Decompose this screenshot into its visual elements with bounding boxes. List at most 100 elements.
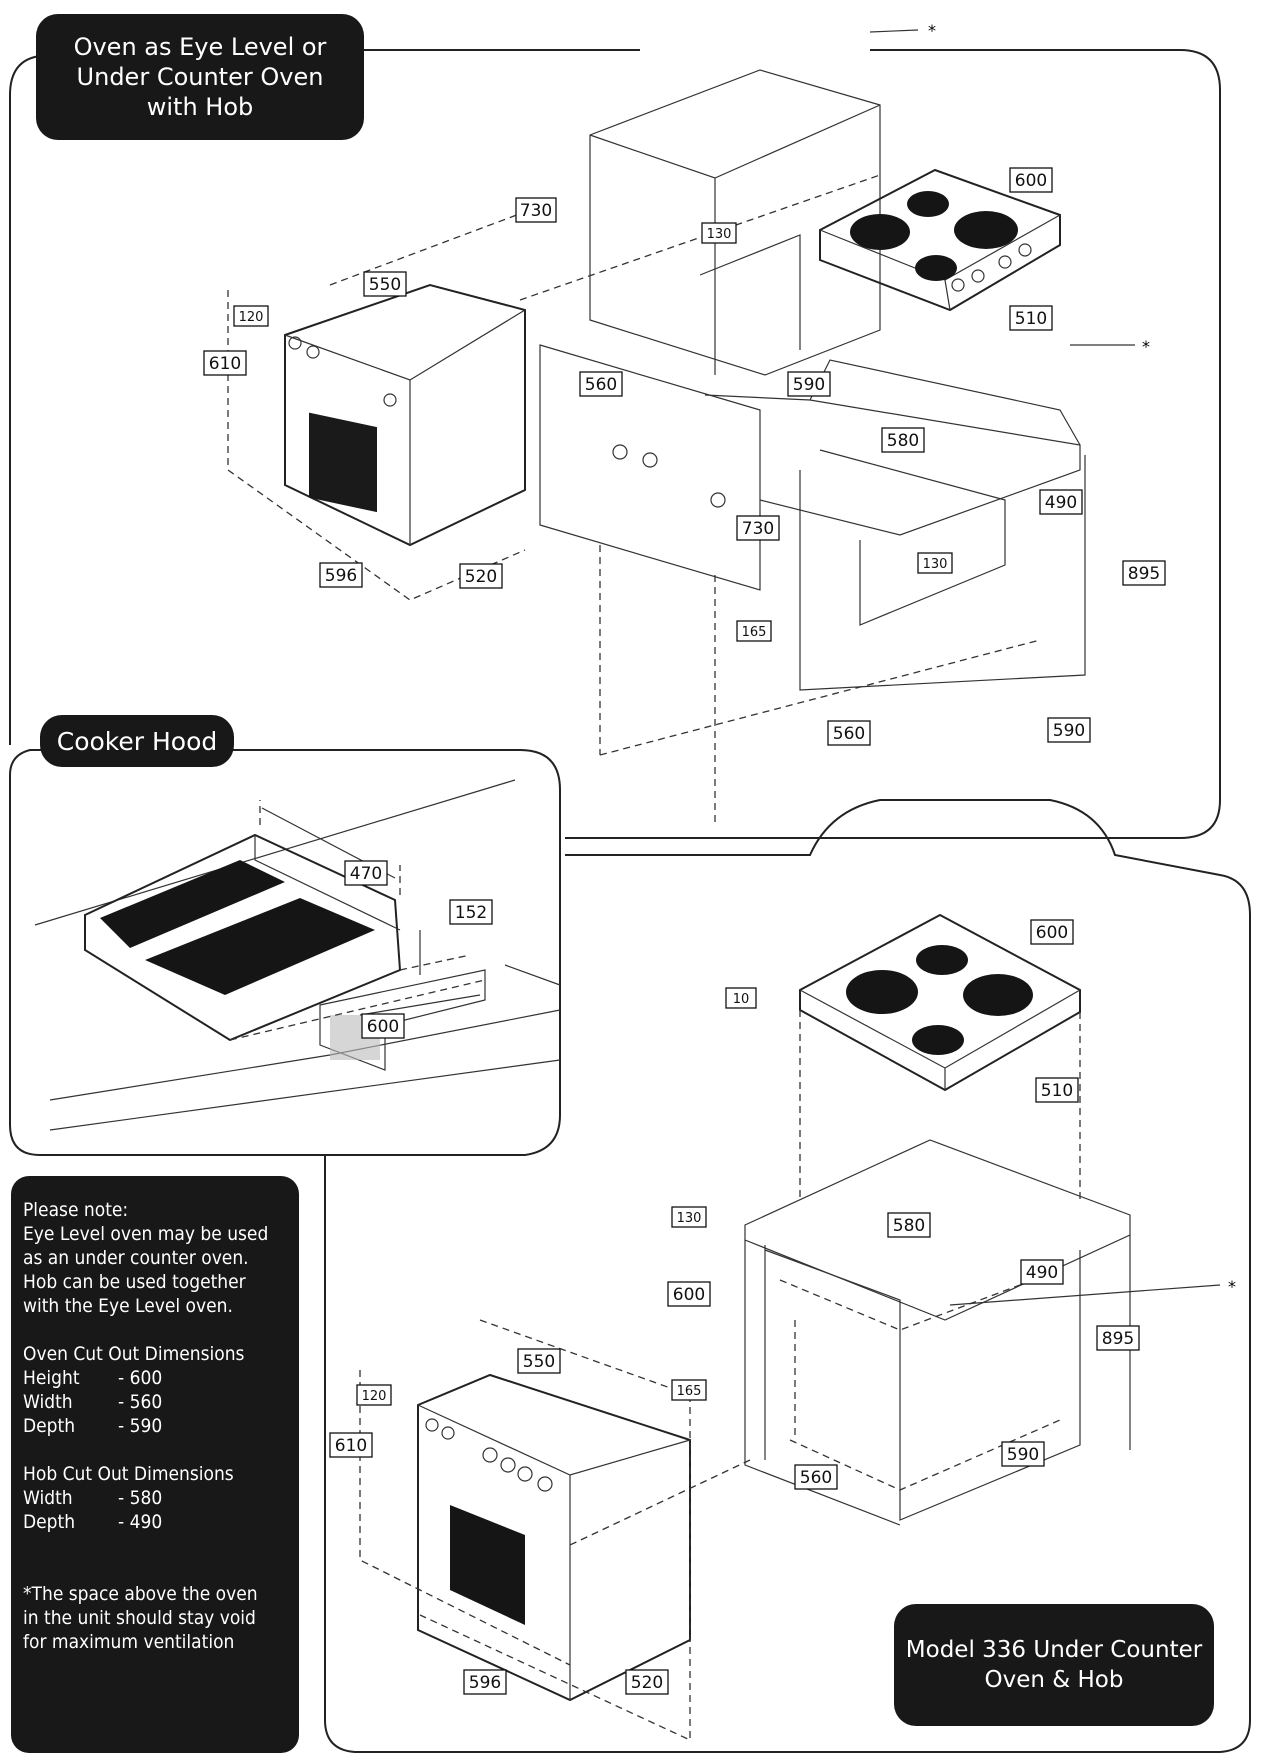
asterisk-marker: * — [1142, 337, 1150, 356]
svg-text:510: 510 — [1041, 1081, 1073, 1101]
svg-text:600: 600 — [367, 1017, 399, 1037]
hob-cutout-row: Depth - 490 — [23, 1510, 285, 1534]
svg-text:165: 165 — [742, 625, 767, 640]
asterisk-marker: * — [1228, 1277, 1236, 1296]
dim-bottom-gap-top: 130 — [671, 1206, 707, 1228]
hood-panel-frame — [9, 749, 561, 1156]
model-panel-title-line: Model 336 Under Counter — [905, 1637, 1203, 1663]
dim-top-hood-gap: 130 — [701, 222, 737, 244]
top-hob — [819, 168, 1061, 312]
svg-text:490: 490 — [1026, 1263, 1058, 1283]
top-oven — [227, 174, 881, 601]
svg-text:130: 130 — [707, 227, 732, 242]
oven-cutout-value: - 590 — [118, 1415, 163, 1437]
svg-text:165: 165 — [677, 1384, 702, 1399]
svg-text:610: 610 — [335, 1436, 367, 1456]
bottom-hob-burner — [916, 945, 968, 975]
dim-hood-height: 152 — [449, 899, 493, 925]
svg-text:590: 590 — [793, 375, 825, 395]
dim-bottom-hob-thick: 10 — [725, 987, 757, 1009]
hob-cutout-dimensions: Hob Cut Out Dimensions Width- 580 Depth -… — [23, 1462, 285, 1534]
bottom-hob-burner — [846, 970, 918, 1014]
note-line: Eye Level oven may be used — [23, 1223, 269, 1245]
top-panel-frame — [9, 49, 1221, 839]
top-wall-cabinet — [589, 69, 881, 376]
please-note-box: Please note: Eye Level oven may be used … — [11, 1176, 299, 1753]
dim-top-oven-height: 610 — [203, 350, 247, 376]
dim-top-cut-depth: 490 — [1039, 489, 1083, 515]
top-hob-burner — [915, 255, 957, 281]
dim-top-base-width: 560 — [827, 720, 871, 746]
dim-top-gap-lower: 130 — [917, 552, 953, 574]
oven-cutout-row: Width - 560 — [23, 1390, 285, 1414]
svg-text:590: 590 — [1053, 721, 1085, 741]
hob-cutout-value: - 490 — [118, 1511, 163, 1533]
oven-cutout-dimensions: Oven Cut Out Dimensions Height- 600 Widt… — [23, 1342, 285, 1438]
dim-top-hob-width: 600 — [1009, 167, 1053, 193]
svg-text:580: 580 — [887, 431, 919, 451]
dim-top-oven-width: 596 — [319, 562, 363, 588]
svg-text:596: 596 — [325, 566, 357, 586]
bottom-hob — [799, 913, 1081, 1200]
svg-text:560: 560 — [800, 1468, 832, 1488]
svg-text:152: 152 — [455, 903, 487, 923]
top-hob-burner — [907, 191, 949, 217]
dim-bottom-hob-width: 600 — [1030, 919, 1074, 945]
svg-text:590: 590 — [1007, 1445, 1039, 1465]
top-panel-title-line: Under Counter Oven — [76, 63, 324, 91]
dim-bottom-plinth: 165 — [671, 1379, 707, 1401]
footnote-line: *The space above the oven — [23, 1583, 258, 1605]
dim-bottom-counter-height: 895 — [1096, 1325, 1140, 1351]
hood-panel-title-text: Cooker Hood — [56, 726, 218, 756]
dim-bottom-hob-depth: 510 — [1035, 1077, 1079, 1103]
footnote-line: in the unit should stay void — [23, 1607, 256, 1629]
hood-panel-title: Cooker Hood — [40, 715, 234, 767]
dim-top-cab-depth: 560 — [579, 371, 623, 397]
hob-cutout-label: Depth — [23, 1511, 76, 1533]
svg-text:610: 610 — [209, 354, 241, 374]
dim-bottom-oven-depth: 520 — [625, 1669, 669, 1695]
dim-bottom-base-depth: 590 — [1001, 1441, 1045, 1467]
bottom-hob-burner — [912, 1025, 964, 1055]
svg-text:490: 490 — [1045, 493, 1077, 513]
svg-text:120: 120 — [239, 310, 264, 325]
dim-hood-width: 600 — [361, 1013, 405, 1039]
dim-top-cut-width: 580 — [881, 427, 925, 453]
top-panel-title-line: Oven as Eye Level or — [73, 33, 327, 61]
oven-cutout-label: Width — [23, 1391, 73, 1413]
hob-cutout-row: Width- 580 — [23, 1486, 285, 1510]
svg-text:130: 130 — [677, 1211, 702, 1226]
dim-bottom-cut-depth: 490 — [1020, 1259, 1064, 1285]
note-line: with the Eye Level oven. — [23, 1295, 233, 1317]
hob-cutout-label: Width — [23, 1487, 73, 1509]
footnote-line: for maximum ventilation — [23, 1631, 235, 1653]
svg-text:560: 560 — [585, 375, 617, 395]
top-hob-burner — [954, 211, 1018, 249]
top-panel-title-line: with Hob — [146, 93, 254, 121]
svg-text:10: 10 — [733, 992, 750, 1007]
svg-text:600: 600 — [673, 1285, 705, 1305]
bottom-panel-frame — [324, 799, 1251, 1753]
note-intro: Please note: Eye Level oven may be used … — [23, 1198, 285, 1318]
dim-bottom-oven-height: 610 — [329, 1432, 373, 1458]
svg-text:470: 470 — [350, 864, 382, 884]
bottom-counter-cabinet — [744, 1139, 1131, 1526]
svg-text:730: 730 — [742, 519, 774, 539]
hob-cutout-title: Hob Cut Out Dimensions — [23, 1463, 234, 1485]
oven-cutout-value: - 560 — [118, 1391, 163, 1413]
svg-text:520: 520 — [631, 1673, 663, 1693]
top-counter-cabinet — [539, 344, 1086, 825]
dim-top-hood-height: 730 — [515, 197, 557, 223]
svg-text:600: 600 — [1015, 171, 1047, 191]
svg-text:550: 550 — [523, 1352, 555, 1372]
dim-hood-depth: 470 — [344, 860, 388, 886]
bottom-hob-burner — [963, 974, 1033, 1016]
svg-text:520: 520 — [465, 567, 497, 587]
note-line: as an under counter oven. — [23, 1247, 249, 1269]
dim-bottom-oven-height-cut: 600 — [667, 1281, 711, 1307]
oven-cutout-row: Height- 600 — [23, 1366, 285, 1390]
cooker-hood-drawing — [34, 779, 561, 1131]
oven-cutout-title: Oven Cut Out Dimensions — [23, 1343, 245, 1365]
svg-text:130: 130 — [923, 557, 948, 572]
